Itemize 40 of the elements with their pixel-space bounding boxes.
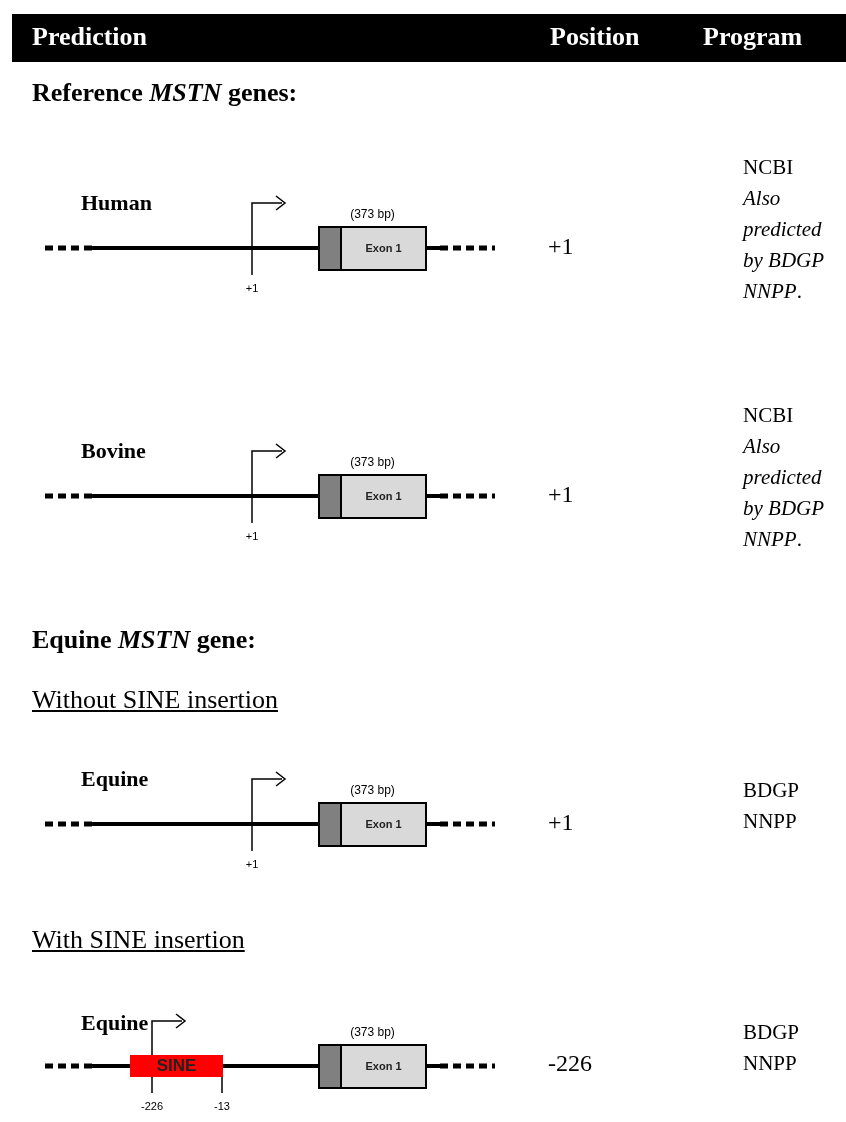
position-value: +1 — [548, 809, 574, 837]
subsection-heading: Without SINE insertion — [32, 685, 278, 715]
position-tick-label: -226 — [141, 1100, 163, 1113]
program-name: BDGP NNPP — [743, 777, 800, 835]
species-label: Equine — [81, 1010, 149, 1036]
exon-label: Exon 1 — [365, 242, 402, 254]
exon-box — [318, 225, 427, 271]
program-name: BDGP NNPP — [743, 1019, 800, 1077]
column-header: Prediction — [32, 22, 148, 52]
column-header: Program — [703, 22, 803, 52]
column-header: Position — [550, 22, 640, 52]
position-tick-label: +1 — [245, 530, 259, 543]
exon-box — [318, 473, 427, 519]
subsection-heading: With SINE insertion — [32, 925, 245, 955]
species-label: Equine — [81, 766, 149, 792]
exon-box — [318, 1043, 427, 1089]
position-tick-label: +1 — [245, 282, 259, 295]
species-label: Human — [81, 190, 152, 216]
section-heading: Equine MSTN gene: — [32, 625, 256, 655]
exon-length-label: (373 bp) — [350, 1025, 395, 1040]
position-tick-label: -13 — [214, 1100, 230, 1113]
sine-box — [130, 1055, 223, 1077]
program-note: Also predicted by BDGP NNPP. — [743, 185, 825, 305]
species-label: Bovine — [81, 438, 146, 464]
program-name: NCBI — [743, 154, 795, 181]
exon-box — [318, 801, 427, 847]
exon-label: Exon 1 — [365, 490, 402, 502]
position-tick-label: +1 — [245, 858, 259, 871]
program-name: NCBI — [743, 402, 795, 429]
exon-label: Exon 1 — [365, 818, 402, 830]
program-note: Also predicted by BDGP NNPP. — [743, 433, 825, 553]
exon-length-label: (373 bp) — [350, 783, 395, 798]
exon-label: Exon 1 — [365, 1060, 402, 1072]
position-value: +1 — [548, 481, 574, 509]
position-value: +1 — [548, 233, 574, 261]
section-heading: Reference MSTN genes: — [32, 78, 298, 108]
exon-length-label: (373 bp) — [350, 207, 395, 222]
sine-label: SINE — [156, 1056, 197, 1076]
position-value: -226 — [548, 1050, 592, 1078]
exon-length-label: (373 bp) — [350, 455, 395, 470]
